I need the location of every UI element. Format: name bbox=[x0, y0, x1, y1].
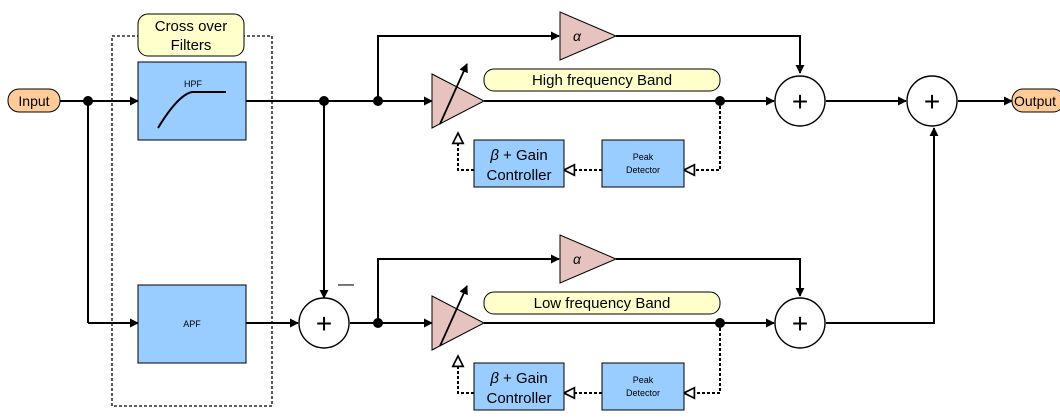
alpha-label-high: α bbox=[573, 28, 582, 44]
hpf-label: HPF bbox=[184, 79, 203, 89]
summer-output bbox=[906, 75, 958, 127]
peak-detector-high-line1: Peak bbox=[633, 152, 654, 162]
peak-detector-low bbox=[601, 362, 685, 411]
signal-wires bbox=[60, 31, 1013, 328]
alpha-gain-high bbox=[559, 11, 618, 61]
summer-low bbox=[774, 297, 826, 349]
low-band-label: Low frequency Band bbox=[534, 295, 671, 312]
high-band-label-box bbox=[483, 68, 721, 92]
apf-block bbox=[137, 284, 247, 364]
subtract-summer-plus: + bbox=[316, 308, 332, 339]
high-band-label: High frequency Band bbox=[532, 72, 672, 89]
crossover-filters-label-box bbox=[137, 13, 245, 57]
input-label: Input bbox=[18, 93, 49, 109]
gain-controller-low-line2: Controller bbox=[486, 390, 551, 407]
gain-controller-high-line2: Controller bbox=[486, 167, 551, 184]
control-wires bbox=[458, 101, 721, 393]
apf-label: APF bbox=[183, 319, 201, 329]
variable-gain-arrow-high bbox=[439, 63, 468, 125]
gain-controller-low-line1: β + Gain bbox=[489, 370, 547, 387]
peak-detector-high-line2: Detector bbox=[626, 165, 660, 175]
summer-high bbox=[774, 75, 826, 127]
variable-gain-arrow-low bbox=[439, 285, 468, 347]
hpf-response-curve-icon bbox=[157, 91, 226, 129]
output-label: Output bbox=[1014, 93, 1056, 109]
alpha-gain-low bbox=[559, 234, 618, 284]
peak-detector-low-line2: Detector bbox=[626, 388, 660, 398]
gain-controller-high-line1: β + Gain bbox=[489, 147, 547, 164]
peak-detector-high bbox=[601, 139, 685, 188]
junction-dots bbox=[83, 96, 725, 328]
low-band-label-box bbox=[483, 291, 721, 315]
summer-high-plus: + bbox=[792, 86, 808, 117]
gain-controller-high bbox=[473, 139, 565, 188]
hpf-block bbox=[137, 61, 247, 141]
subtract-summer bbox=[298, 297, 350, 349]
minus-sign: — bbox=[338, 276, 354, 293]
alpha-label-low: α bbox=[573, 251, 582, 267]
summer-output-plus: + bbox=[924, 86, 940, 117]
gain-controller-low bbox=[473, 362, 565, 411]
crossover-filters-title-line2: Filters bbox=[171, 37, 212, 54]
crossover-filters-title-line1: Cross over bbox=[155, 18, 228, 35]
summer-low-plus: + bbox=[792, 308, 808, 339]
peak-detector-low-line1: Peak bbox=[633, 375, 654, 385]
